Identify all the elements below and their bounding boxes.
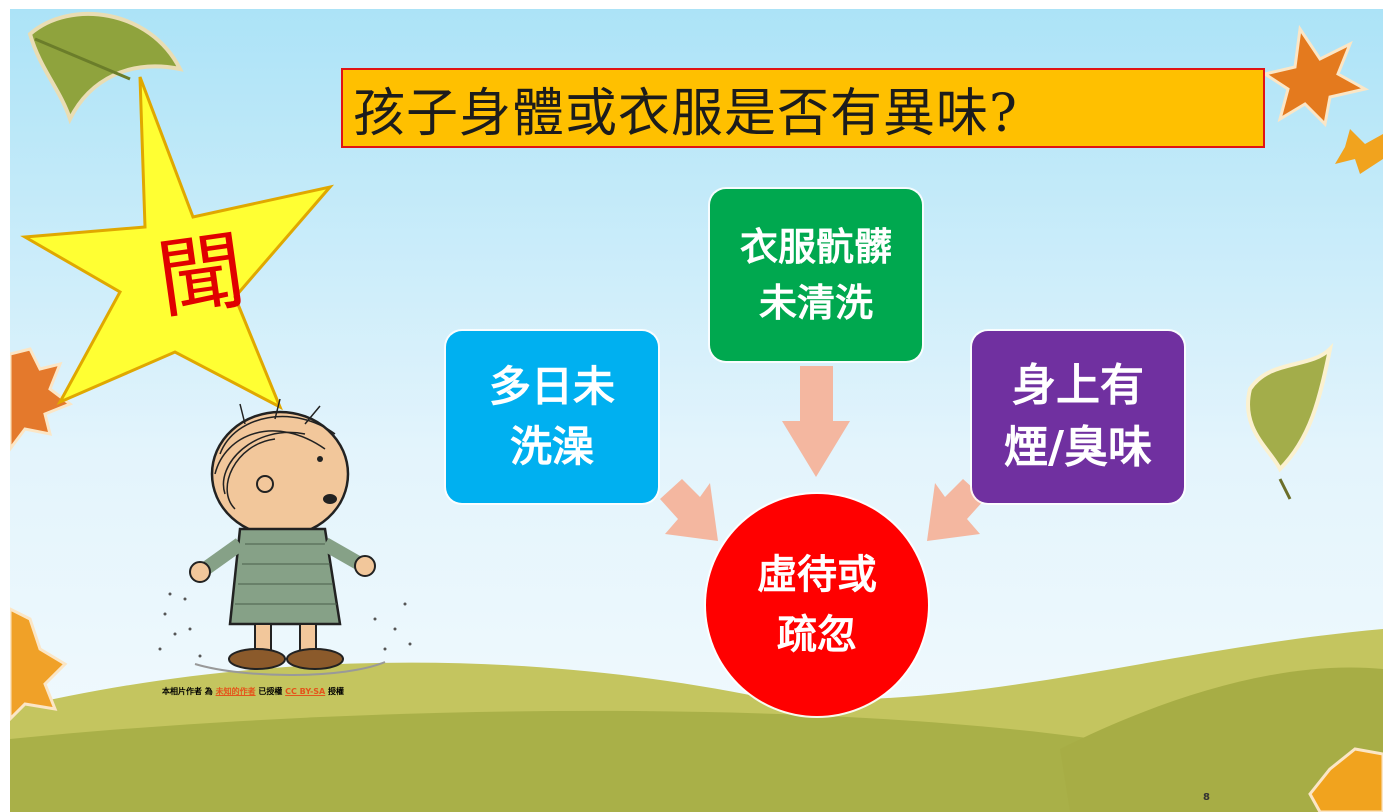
box-smell-line2: 煙/臭味: [1003, 422, 1153, 473]
box-dirty-clothes-line2: 未清洗: [758, 281, 873, 325]
leaf-left-mid-icon: [10, 347, 74, 452]
circle-line1: 虛待或: [757, 552, 877, 598]
slide: 孩子身體或衣服是否有異味? 聞 多日未 洗澡 衣服骯髒 未清洗 身上有 煙/臭: [10, 9, 1383, 812]
leaf-bottom-right-icon: [1308, 747, 1383, 812]
box-dirty-clothes-line1: 衣服骯髒: [739, 225, 892, 269]
abuse-neglect-circle: 虛待或 疏忽: [706, 494, 928, 716]
page-number: 8: [1203, 792, 1210, 803]
credit-author-link[interactable]: 未知的作者: [215, 687, 256, 696]
star-shape: [20, 76, 335, 411]
leaf-right-mid-icon: [1246, 342, 1334, 500]
credit-middle: 已授權: [255, 687, 286, 696]
slide-title: 孩子身體或衣服是否有異味?: [353, 83, 1018, 144]
box-no-bath-line2: 洗澡: [509, 422, 594, 471]
box-smell-line1: 身上有: [1011, 360, 1144, 411]
box-smell: 身上有 煙/臭味: [972, 331, 1184, 503]
credit-suffix: 授權: [325, 687, 345, 696]
cartoon-kid-image: [158, 398, 412, 676]
image-credit: 本相片作者 為 未知的作者 已授權 CC BY-SA 授權: [162, 687, 422, 697]
credit-license-link[interactable]: CC BY-SA: [285, 687, 326, 696]
leaf-right-small-icon: [1335, 129, 1383, 174]
box-dirty-clothes: 衣服骯髒 未清洗: [710, 189, 922, 361]
star-label: 聞: [151, 220, 251, 332]
leaf-left-bottom-icon: [10, 607, 68, 722]
leaf-top-left-icon: [27, 11, 184, 125]
background-scene: [10, 11, 1383, 812]
front-hill: [10, 710, 1383, 812]
circle-line2: 疏忽: [777, 612, 857, 658]
box-no-bath: 多日未 洗澡: [446, 331, 658, 503]
front-hill-right: [1060, 667, 1383, 812]
box-no-bath-line1: 多日未: [488, 362, 615, 411]
title-box: 孩子身體或衣服是否有異味?: [341, 68, 1265, 148]
credit-prefix: 本相片作者 為: [162, 687, 216, 696]
leaf-top-right-icon: [1261, 24, 1370, 128]
